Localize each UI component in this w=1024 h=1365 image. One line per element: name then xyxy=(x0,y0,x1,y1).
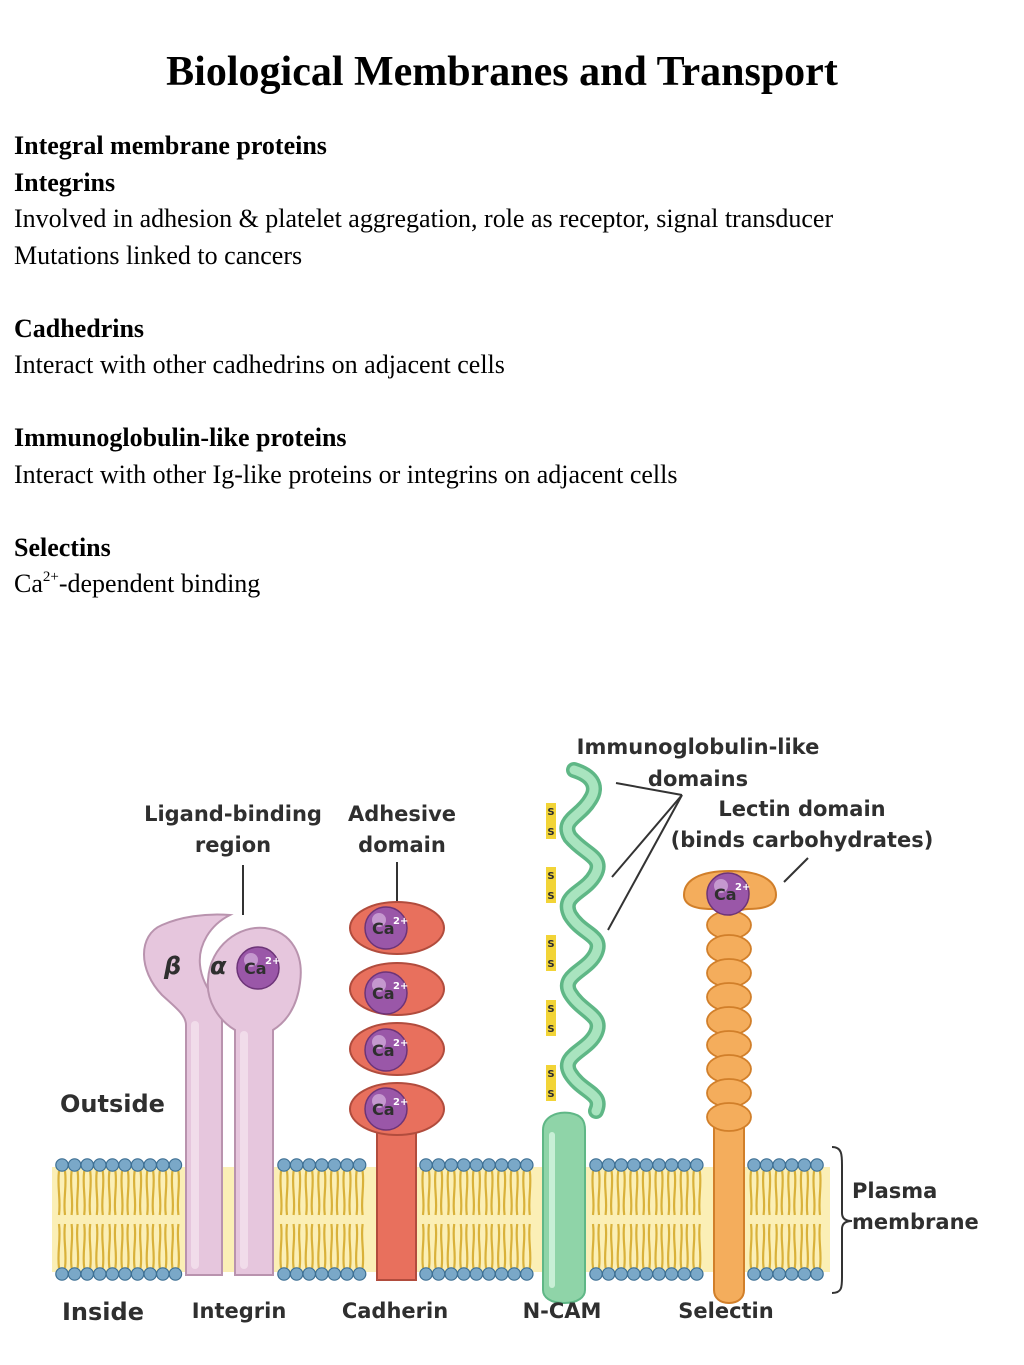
lectin-label-line2: (binds carbohydrates) xyxy=(671,828,934,852)
disulfide-bonds: SS SS SS SS SS xyxy=(546,803,556,1101)
ncam-protein xyxy=(542,762,606,1305)
outside-label: Outside xyxy=(60,1090,165,1118)
selectin-label: Selectin xyxy=(678,1299,773,1323)
ig-domains-label-line2: domains xyxy=(648,767,748,791)
ig-like-heading: Immunoglobulin-like proteins xyxy=(14,423,347,452)
ss-bond: SS xyxy=(546,935,556,971)
calcium-label: Ca xyxy=(714,885,737,904)
integrin-beta-subunit xyxy=(143,913,234,1276)
svg-text:S: S xyxy=(547,1004,554,1015)
lectin-label-line1: Lectin domain xyxy=(718,797,885,821)
calcium-ion: Ca2+ xyxy=(364,971,408,1015)
calcium-label: Ca xyxy=(372,984,395,1003)
calcium-charge: 2+ xyxy=(735,882,750,893)
ligand-binding-label-line1: Ligand-binding xyxy=(144,802,322,826)
cadhedrins-heading: Cadhedrins xyxy=(14,313,145,343)
calcium-label: Ca xyxy=(372,919,395,938)
plasma-membrane-label-line1: Plasma xyxy=(852,1179,937,1203)
integrin-alpha-subunit xyxy=(206,926,302,1276)
adhesive-label-line2: domain xyxy=(358,833,446,857)
ss-bond: SS xyxy=(546,1065,556,1101)
calcium-ion: Ca2+ xyxy=(236,946,280,990)
selectins-line-1: Ca2+-dependent binding xyxy=(14,569,261,598)
plasma-membrane-label-line2: membrane xyxy=(852,1210,979,1234)
calcium-ion: Ca2+ xyxy=(706,872,750,916)
selectins-heading: Selectins xyxy=(14,532,111,562)
beta-label: β xyxy=(163,952,181,980)
calcium-ions: Ca2+Ca2+Ca2+Ca2+Ca2+Ca2+ xyxy=(236,872,750,1131)
ss-bond: SS xyxy=(546,1000,556,1036)
svg-text:S: S xyxy=(547,871,554,882)
svg-text:S: S xyxy=(547,939,554,950)
svg-text:S: S xyxy=(547,1089,554,1100)
ss-bond: SS xyxy=(546,803,556,839)
svg-text:S: S xyxy=(547,807,554,818)
svg-text:S: S xyxy=(547,959,554,970)
integrins-heading: Integrins xyxy=(14,167,116,197)
ig-domains-label-line1: Immunoglobulin-like xyxy=(577,735,820,759)
calcium-charge: 2+ xyxy=(393,981,408,992)
membrane-protein-figure: β α SS SS SS SS SS Ca2+Ca2+Ca2+Ca2+Ca2+C… xyxy=(52,735,979,1326)
svg-text:S: S xyxy=(547,891,554,902)
calcium-charge: 2+ xyxy=(393,1038,408,1049)
calcium-charge: 2+ xyxy=(393,1097,408,1108)
ig-like-line-1: Interact with other Ig-like proteins or … xyxy=(14,459,678,489)
cadherin-stem xyxy=(376,1124,417,1281)
svg-text:S: S xyxy=(547,827,554,838)
notes-section: Integral membrane proteins Integrins Inv… xyxy=(14,128,1004,603)
cadherin-label: Cadherin xyxy=(342,1299,448,1323)
calcium-label: Ca xyxy=(372,1100,395,1119)
ligand-binding-label-line2: region xyxy=(195,833,271,857)
page-title: Biological Membranes and Transport xyxy=(166,49,838,95)
calcium-label: Ca xyxy=(372,1041,395,1060)
selectin-stem xyxy=(713,1124,745,1305)
inside-label: Inside xyxy=(62,1298,144,1326)
integrins-line-2: Mutations linked to cancers xyxy=(14,240,303,270)
section-heading: Integral membrane proteins xyxy=(14,131,327,160)
pointer-lines xyxy=(242,782,853,1294)
cadhedrins-line-1: Interact with other cadhedrins on adjace… xyxy=(14,350,505,379)
alpha-label: α xyxy=(210,952,227,980)
plasma-membrane-bilayer xyxy=(52,1158,830,1281)
calcium-charge: 2+ xyxy=(265,956,280,967)
calcium-ion: Ca2+ xyxy=(364,1087,408,1131)
svg-text:S: S xyxy=(547,1069,554,1080)
adhesive-label-line1: Adhesive xyxy=(348,802,456,826)
integrin-label: Integrin xyxy=(192,1299,287,1323)
calcium-label: Ca xyxy=(244,959,267,978)
ss-bond: SS xyxy=(546,867,556,903)
ncam-label: N-CAM xyxy=(523,1299,602,1323)
calcium-charge: 2+ xyxy=(393,916,408,927)
calcium-ion: Ca2+ xyxy=(364,1028,408,1072)
integrin-protein: β α xyxy=(143,913,302,1276)
svg-text:S: S xyxy=(547,1024,554,1035)
integrins-line-1: Involved in adhesion & platelet aggregat… xyxy=(14,204,834,233)
calcium-ion: Ca2+ xyxy=(364,906,408,950)
